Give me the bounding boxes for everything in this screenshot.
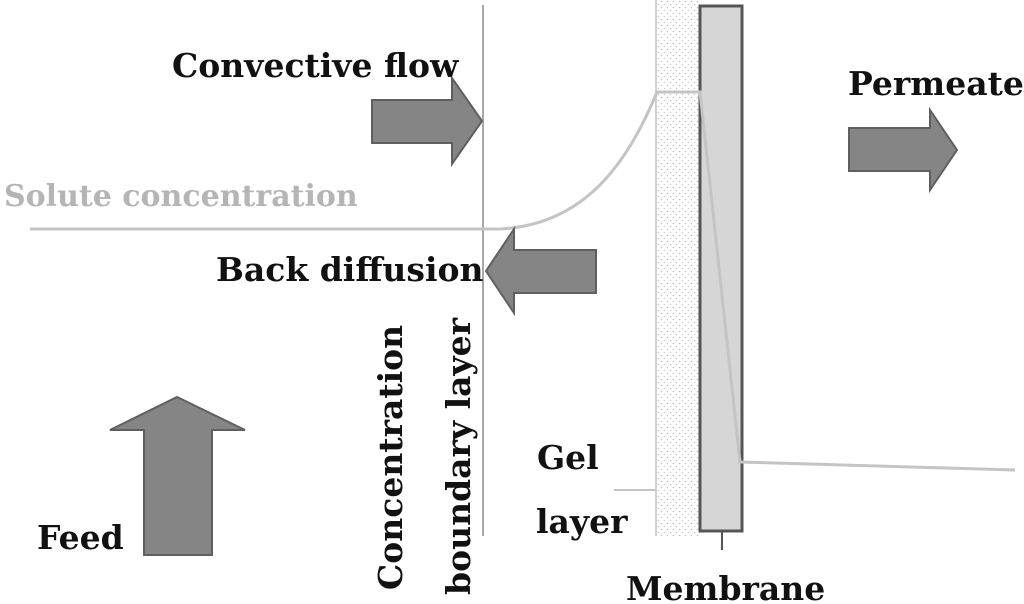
concentration-label: Concentration xyxy=(371,325,410,590)
membrane-label: Membrane xyxy=(626,569,825,604)
membrane-rect xyxy=(698,4,744,533)
gel-layer-region xyxy=(656,0,700,536)
layer-label: layer xyxy=(536,502,628,541)
solute-concentration-label: Solute concentration xyxy=(4,179,358,214)
feed-arrow xyxy=(109,395,246,556)
convective-flow-label: Convective flow xyxy=(172,46,460,85)
permeate-label: Permeate xyxy=(848,64,1024,103)
feed-label: Feed xyxy=(37,518,124,557)
permeate-arrow xyxy=(848,106,959,194)
back-diffusion-arrow xyxy=(484,225,597,317)
back-diffusion-label: Back diffusion xyxy=(216,250,484,289)
boundary-layer-label: boundary layer xyxy=(439,317,478,595)
convective-flow-arrow xyxy=(371,74,484,168)
gel-label: Gel xyxy=(537,438,599,477)
solute-concentration-curve xyxy=(30,90,1016,472)
